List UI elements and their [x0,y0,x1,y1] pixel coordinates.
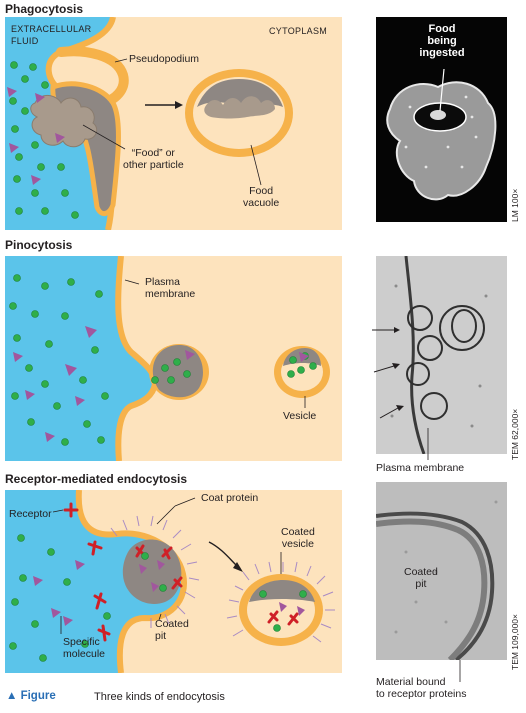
pinocytosis-magnification: TEM 62,000× [510,408,520,460]
pinocytosis-title: Pinocytosis [5,238,73,252]
phagocytosis-micrograph: Food being ingested [376,17,507,222]
phagocytosis-panel: Extracellular fluid Cytoplasm Pseudopodi… [5,17,342,230]
figure-label: ▲ Figure [6,690,56,702]
coat-protein-label: Coat protein [201,492,259,504]
coated-pit-tem-image [376,482,507,660]
coated-pit-micrograph-label: Coated pit [404,566,438,590]
coated-vesicle-label: Coated vesicle [281,526,315,550]
pinocytosis-micrograph [376,256,507,454]
material-bound-pointer [459,660,461,682]
food-vacuole-label: Food vacuole [243,185,280,209]
phagocytosis-diagram [5,17,293,230]
receptor-mediated-title: Receptor-mediated endocytosis [5,472,188,486]
material-bound-label: Material bound to receptor proteins [376,676,467,700]
phagocytosis-title: Phagocytosis [5,2,84,16]
pinocytosis-pointers [372,327,429,460]
figure-caption: Three kinds of endocytosis [94,691,225,703]
pinocytosis-diagram [5,256,330,461]
specific-molecule-label: Specific molecule [63,636,106,660]
pinocytosis-tem-image [376,256,507,454]
food-ingested-label: Food being ingested [419,23,465,59]
receptor-panel: Receptor Coat protein Coated vesicle Coa… [5,490,342,673]
receptor-micrograph: Coated pit [376,482,507,660]
receptor-magnification: TEM 109,000× [510,614,520,670]
cytoplasm-label: Cytoplasm [269,26,328,36]
receptor-label: Receptor [9,508,52,520]
pseudopodium-label: Pseudopodium [129,53,200,65]
food-particle-label: “Food” or other particle [123,147,184,171]
plasma-membrane-label: Plasma membrane [145,276,196,300]
amoeba-image [386,68,497,201]
coated-pit-label: Coated pit [155,618,189,642]
extracellular-fluid-label: Extracellular fluid [11,24,92,46]
phagocytosis-magnification: LM 100× [510,188,520,222]
vesicle-label: Vesicle [283,410,317,422]
pinocytosis-panel: Plasma membrane Vesicle [5,256,342,461]
receptor-diagram [5,490,335,673]
plasma-membrane-micrograph-label: Plasma membrane [376,462,465,474]
